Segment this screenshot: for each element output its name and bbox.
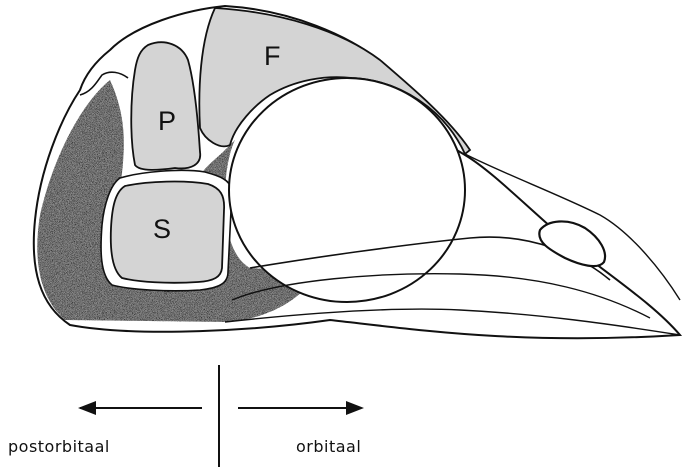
right-arrow (238, 401, 364, 415)
label-orbital: orbitaal (296, 437, 361, 456)
label-parietal: P (158, 106, 176, 136)
jaw-line-lower (225, 309, 680, 335)
nostril (539, 221, 605, 266)
label-squamosal: S (153, 214, 171, 244)
label-postorbital: postorbitaal (8, 437, 110, 456)
orbit (229, 78, 465, 302)
left-arrow (78, 401, 202, 415)
label-frontal: F (264, 41, 281, 71)
